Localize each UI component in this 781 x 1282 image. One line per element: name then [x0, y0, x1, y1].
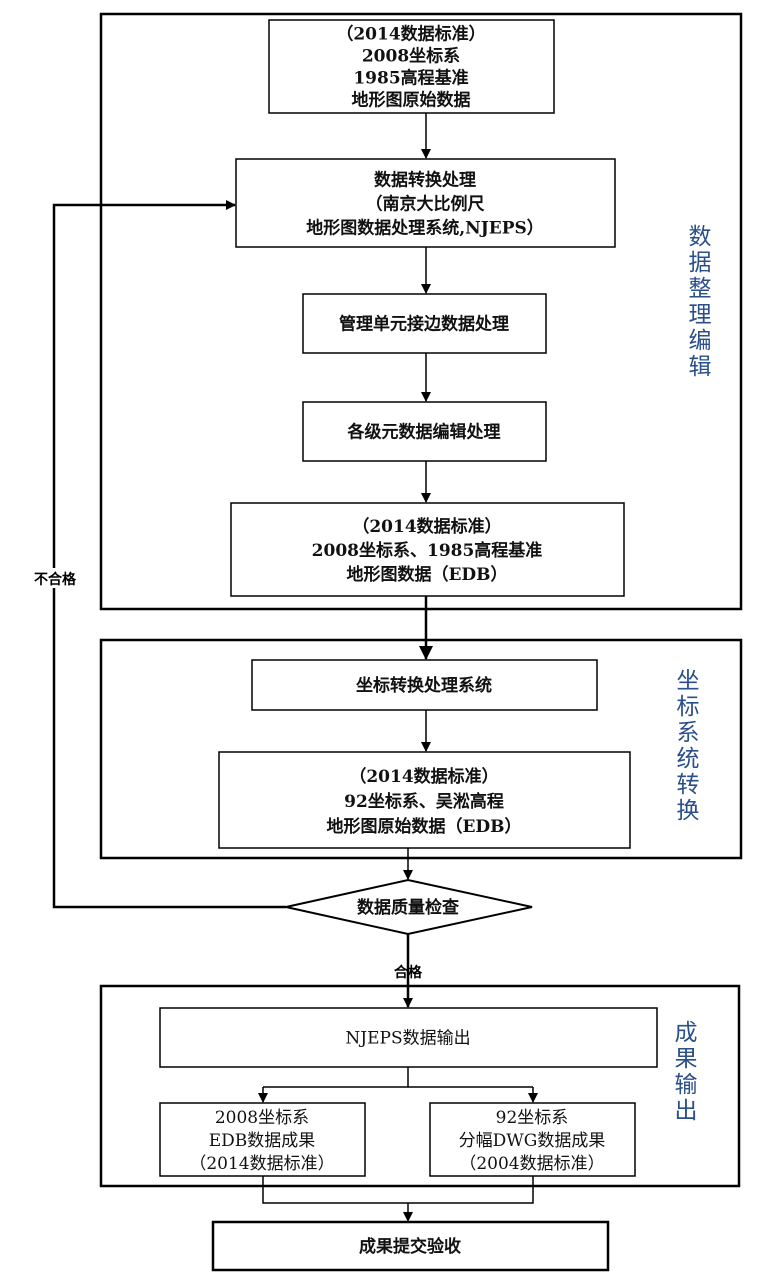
group-frame-data-editing [99, 12, 743, 611]
node-text-line: 2008坐标系 [215, 1108, 309, 1128]
connector-results-merge [262, 1176, 534, 1204]
node-text-line: 分幅DWG数据成果 [459, 1131, 606, 1151]
node-text-line: 2008坐标系 [362, 46, 460, 67]
node-text-line: 地形图数据（EDB） [346, 564, 507, 585]
node-text-line: 2008坐标系、1985高程基准 [312, 540, 543, 561]
group-label-char: 出 [675, 1098, 698, 1124]
group-label-char: 输 [675, 1072, 698, 1098]
node-text-line: EDB数据成果 [209, 1131, 316, 1151]
group-label-char: 转 [677, 772, 700, 798]
node-text-line: （2014数据标准） [189, 1154, 334, 1174]
node-text-line: 数据质量检查 [357, 897, 460, 918]
node-text-line: 地形图原始数据（EDB） [326, 816, 521, 837]
node-text-line: （2014数据标准） [336, 24, 485, 45]
node-njeps-output: NJEPS数据输出 [159, 1007, 658, 1068]
node-result-2008: 2008坐标系 EDB数据成果 （2014数据标准） [159, 1102, 366, 1177]
group-label-char: 果 [675, 1046, 698, 1072]
group-label-char: 编 [689, 328, 712, 354]
node-text-line: 1985高程基准 [353, 68, 468, 89]
fail-label-bg [32, 568, 78, 588]
group-frame-coordinate-transform [99, 638, 743, 860]
node-text-line: 各级元数据编辑处理 [347, 422, 501, 443]
node-text-line: 地形图数据处理系统,NJEPS） [306, 218, 544, 239]
node-text-line: 成果提交验收 [359, 1236, 461, 1257]
node-submit: 成果提交验收 [211, 1220, 610, 1272]
node-text-line: NJEPS数据输出 [345, 1029, 470, 1049]
group-label-char: 统 [677, 746, 700, 772]
node-edge-matching: 管理单元接边数据处理 [302, 293, 547, 354]
group-label-char: 换 [677, 798, 700, 824]
node-text-line: （2014数据标准） [352, 516, 501, 537]
group-label-char: 理 [689, 302, 712, 328]
group-label-char: 成 [675, 1020, 698, 1046]
group-label-char: 整 [689, 276, 712, 302]
node-text-line: 地形图原始数据 [352, 90, 471, 111]
node-text-line: 92坐标系、吴淞高程 [344, 791, 504, 812]
group-label-char: 数 [689, 224, 712, 250]
edge-label-fail: 不合格 [34, 571, 77, 588]
group-label-char: 系 [677, 720, 700, 746]
node-quality-check: 数据质量检查 [285, 878, 533, 936]
group-frame-result-output [99, 984, 741, 1188]
node-coord-system: 坐标转换处理系统 [251, 659, 598, 711]
node-text-line: 管理单元接边数据处理 [339, 314, 509, 335]
group-label-char: 辑 [689, 354, 712, 380]
node-text-line: 坐标转换处理系统 [356, 675, 492, 696]
edge-label-pass: 合格 [394, 964, 423, 981]
arrow-quality-check-fail-loop [52, 200, 286, 909]
group-label-char: 据 [689, 250, 712, 276]
node-text-line: （2014数据标准） [349, 766, 498, 787]
node-metadata-edit: 各级元数据编辑处理 [302, 401, 547, 462]
node-text-line: （南京大比例尺 [366, 194, 485, 215]
node-text-line: 92坐标系 [496, 1108, 569, 1128]
node-text-line: （2004数据标准） [459, 1154, 604, 1174]
node-text-line: 数据转换处理 [374, 170, 476, 191]
group-label-char: 坐 [677, 668, 700, 694]
group-label-char: 标 [677, 694, 700, 720]
